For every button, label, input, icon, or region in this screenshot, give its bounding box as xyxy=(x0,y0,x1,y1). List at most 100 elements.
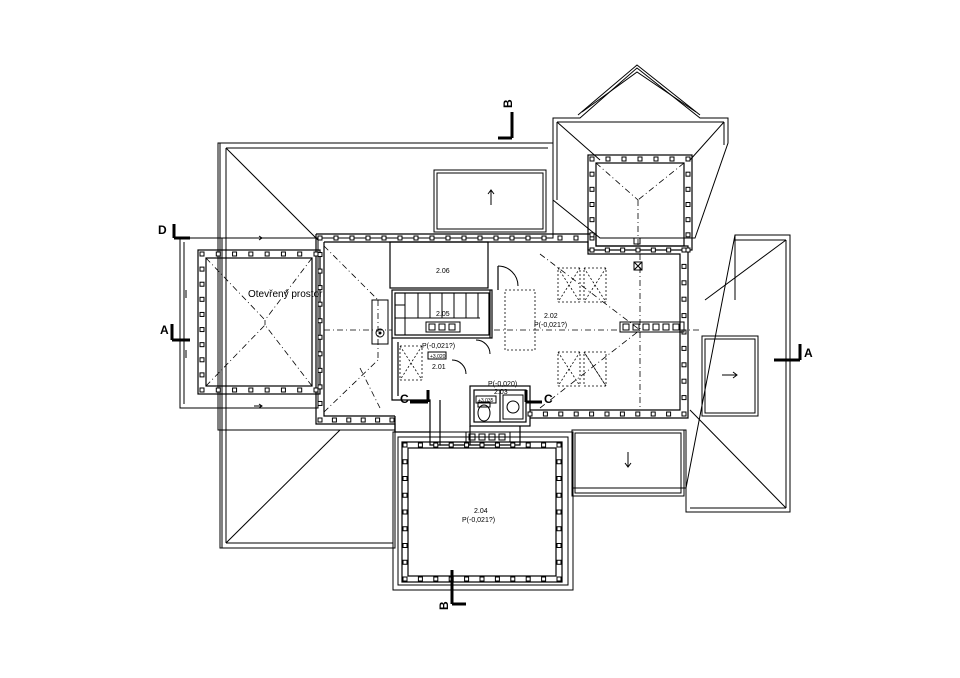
wall-post xyxy=(464,576,470,582)
wall-post xyxy=(317,252,323,258)
outlet-icon xyxy=(632,323,640,331)
wall-post xyxy=(621,156,627,162)
outlet-icon xyxy=(428,323,436,331)
wall-post xyxy=(525,235,531,241)
wall-post xyxy=(199,327,205,333)
wall-post xyxy=(681,313,687,319)
section-markers xyxy=(170,112,802,606)
outlet-icon xyxy=(478,433,486,441)
outlet-strips xyxy=(425,321,685,443)
wall-post xyxy=(317,334,323,340)
wall-post xyxy=(402,492,408,498)
section-d-left-label: D xyxy=(158,223,167,237)
wall-post xyxy=(199,296,205,302)
wall-post xyxy=(445,235,451,241)
wall-post xyxy=(479,576,485,582)
wall-post xyxy=(681,247,687,253)
outlet-icon xyxy=(672,323,680,331)
fireplace-icon xyxy=(371,299,389,345)
wall-post xyxy=(317,384,323,390)
wall-post xyxy=(556,476,562,481)
wall-post xyxy=(556,526,562,532)
wall-post xyxy=(381,235,387,241)
wall-post xyxy=(619,411,625,417)
outlet-icon xyxy=(642,323,650,331)
section-a-left-label: A xyxy=(160,323,169,337)
section-labels: A A D C C B B xyxy=(158,99,813,610)
wall-post xyxy=(317,367,323,373)
wall-post xyxy=(317,235,323,241)
wall-post xyxy=(429,235,435,241)
section-c-right-label: C xyxy=(544,392,553,406)
room-2-02-area: P(-0,021?) xyxy=(534,322,567,329)
wall-post xyxy=(365,235,371,241)
wall-post xyxy=(280,251,286,257)
wall-post xyxy=(556,509,562,515)
wall-post xyxy=(525,442,531,448)
wall-post xyxy=(433,576,439,582)
room-2-06-label: 2.06 xyxy=(436,268,450,275)
wall-post xyxy=(402,559,408,565)
section-b-bottom-label: B xyxy=(437,601,451,610)
wall-post xyxy=(264,387,270,393)
room-labels: Otevřený prostor 2.06 2.05 2.01 P(-0,021… xyxy=(248,268,567,524)
wall-post xyxy=(681,296,687,302)
wall-post xyxy=(669,156,675,162)
wall-post xyxy=(402,442,408,448)
wall-post xyxy=(402,459,408,465)
stair-area-label: P(-0,021?) xyxy=(422,343,455,350)
wall-posts xyxy=(199,156,691,582)
wall-post xyxy=(557,235,563,241)
room-2-05-label: 2.05 xyxy=(436,311,450,318)
wall-post xyxy=(556,543,562,548)
wall-post xyxy=(681,345,687,351)
dormer-windows xyxy=(433,169,759,497)
wall-post xyxy=(494,442,500,448)
wall-post xyxy=(402,526,408,532)
wall-post xyxy=(360,417,366,423)
wall-post xyxy=(510,576,516,582)
wall-post xyxy=(331,417,337,423)
wall-post xyxy=(402,543,408,548)
wall-post xyxy=(494,576,500,582)
section-c-left-label: C xyxy=(400,392,409,406)
wall-post xyxy=(604,247,610,253)
wall-post xyxy=(666,247,672,253)
wall-post xyxy=(297,387,303,393)
wall-post xyxy=(493,235,499,241)
wall-post xyxy=(556,559,562,565)
wall-post xyxy=(317,285,323,291)
wall-post xyxy=(681,411,687,417)
wall-post xyxy=(199,281,205,287)
wall-post xyxy=(448,442,454,448)
wall-post xyxy=(589,171,595,177)
wall-post xyxy=(685,247,691,253)
wall-post xyxy=(541,442,547,448)
wall-post xyxy=(317,268,323,274)
wall-post xyxy=(556,442,562,448)
room-2-04-label: 2.04 xyxy=(474,508,488,515)
wall-post xyxy=(685,171,691,177)
wall-post xyxy=(461,235,467,241)
wall-post xyxy=(389,417,395,423)
wall-post xyxy=(317,301,323,307)
wall-post xyxy=(402,576,408,582)
wall-post xyxy=(199,387,205,393)
wall-post xyxy=(349,235,355,241)
wall-post xyxy=(573,411,579,417)
wall-post xyxy=(264,251,270,257)
outlet-icon xyxy=(622,323,630,331)
wall-post xyxy=(199,251,205,257)
wall-post xyxy=(248,387,254,393)
wall-post xyxy=(653,156,659,162)
level-tag-2: +3,035 xyxy=(478,398,494,404)
level-tags: +3,020 +3,035 xyxy=(427,351,497,404)
wall-post xyxy=(479,442,485,448)
wall-post xyxy=(477,235,483,241)
chimney-icon xyxy=(633,237,643,271)
wall-post xyxy=(685,156,691,162)
wall-post xyxy=(527,411,533,417)
wall-post xyxy=(433,442,439,448)
wall-post xyxy=(604,411,610,417)
